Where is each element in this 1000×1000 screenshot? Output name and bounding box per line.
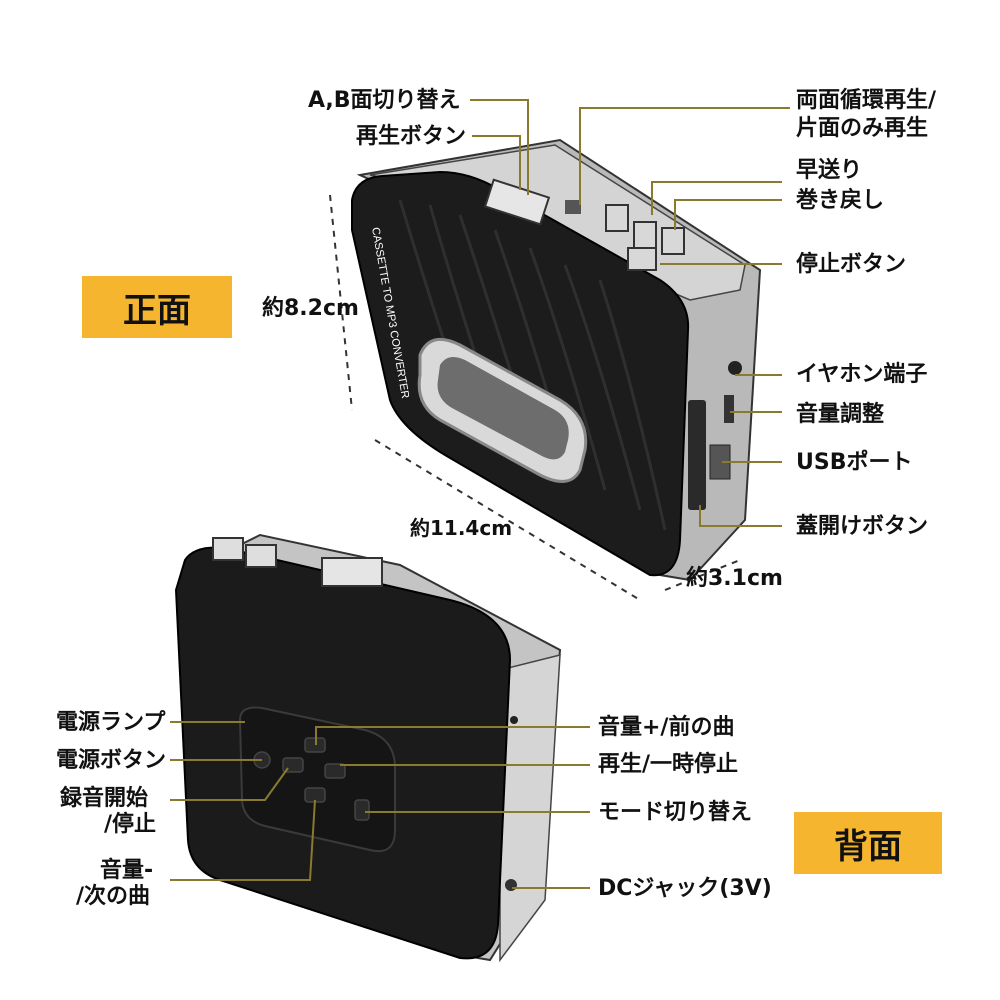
label-volume-minus-2: /次の曲 [76, 884, 151, 909]
front-device: CASSETTE TO MP3 CONVERTER [351, 138, 762, 582]
label-fast-forward: 早送り [796, 158, 863, 183]
depth-dimension: 約3.1cm [686, 566, 783, 591]
label-record-2: /停止 [104, 812, 157, 837]
label-play-pause: 再生/一時停止 [598, 752, 739, 777]
label-volume-minus: 音量- [100, 858, 154, 883]
label-ab-side: A,B面切り替え [308, 88, 461, 113]
label-mode-switch: モード切り替え [598, 800, 753, 825]
label-power-button: 電源ボタン [56, 748, 167, 773]
label-loop-play: 両面循環再生/ [796, 88, 937, 113]
label-stop-button: 停止ボタン [796, 252, 907, 277]
height-dimension: 約8.2cm [262, 296, 359, 321]
width-dimension: 約11.4cm [410, 516, 513, 540]
label-dc-jack: DCジャック(3V) [598, 876, 772, 901]
dimension-lines [329, 194, 741, 601]
label-rewind: 巻き戻し [796, 188, 885, 213]
label-volume-control: 音量調整 [796, 402, 885, 427]
label-lid-open-button: 蓋開けボタン [796, 514, 929, 539]
label-usb-port: USBポート [796, 450, 913, 475]
back-badge: 背面 [794, 812, 942, 874]
label-record: 録音開始 [60, 786, 149, 811]
label-earphone-jack: イヤホン端子 [796, 362, 928, 387]
label-power-lamp: 電源ランプ [56, 710, 166, 735]
leader-lines [170, 99, 790, 889]
label-loop-play-2: 片面のみ再生 [796, 116, 929, 141]
back-device [174, 533, 562, 963]
label-play-button: 再生ボタン [356, 124, 467, 149]
front-badge: 正面 [82, 276, 232, 338]
label-volume-plus: 音量+/前の曲 [598, 715, 735, 740]
